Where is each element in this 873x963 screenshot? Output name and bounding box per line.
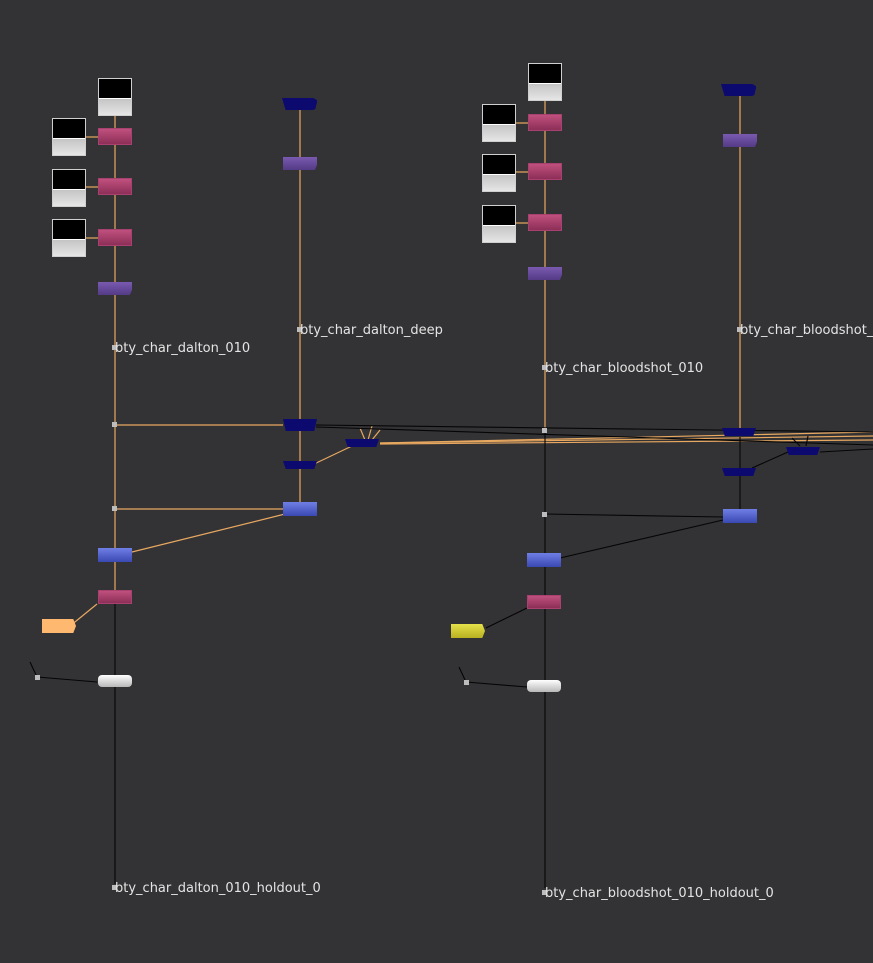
- dot-node[interactable]: [297, 327, 302, 332]
- dot-node[interactable]: [542, 890, 547, 895]
- merge-node-dalton-4[interactable]: [98, 590, 132, 604]
- read-node-bloodshot-3[interactable]: [482, 154, 516, 192]
- node-label: bty_char_bloodshot_: [740, 323, 873, 338]
- blue-node-dalton[interactable]: [98, 548, 132, 562]
- dot-node[interactable]: [542, 365, 547, 370]
- merge-node-bloodshot-2[interactable]: [528, 163, 562, 180]
- deep-node-dalton-fan[interactable]: [345, 439, 379, 447]
- node-label: bty_char_bloodshot_010_holdout_0: [545, 886, 774, 901]
- blue-node-bloodshot[interactable]: [527, 553, 561, 567]
- deep-read-node-bloodshot[interactable]: [721, 84, 757, 96]
- dot-node[interactable]: [112, 422, 117, 427]
- read-node-dalton-1[interactable]: [98, 78, 132, 116]
- dot-node[interactable]: [112, 506, 117, 511]
- deep-node-dalton-1[interactable]: [283, 419, 317, 431]
- read-node-bloodshot-1[interactable]: [528, 63, 562, 101]
- merge-node-dalton-2[interactable]: [98, 178, 132, 195]
- grade-node-bloodshot-deep[interactable]: [723, 134, 757, 147]
- deep-node-bloodshot-2[interactable]: [722, 468, 756, 476]
- merge-node-bloodshot-1[interactable]: [528, 114, 562, 131]
- grade-node-dalton-deep[interactable]: [283, 157, 317, 170]
- node-label: bty_char_dalton_010_holdout_0: [115, 881, 321, 896]
- grade-node-bloodshot[interactable]: [528, 267, 562, 280]
- dot-node[interactable]: [542, 428, 547, 433]
- dot-node[interactable]: [112, 345, 117, 350]
- dot-node[interactable]: [464, 680, 469, 685]
- white-node-dalton[interactable]: [98, 675, 132, 687]
- merge-node-dalton-3[interactable]: [98, 229, 132, 246]
- dot-node[interactable]: [542, 512, 547, 517]
- grade-node-dalton[interactable]: [98, 282, 132, 295]
- deep-read-node-dalton[interactable]: [282, 98, 318, 110]
- merge-node-bloodshot-4[interactable]: [527, 595, 561, 609]
- blue-node-dalton-deep[interactable]: [283, 502, 317, 516]
- blue-node-bloodshot-deep[interactable]: [723, 509, 757, 523]
- merge-node-dalton-1[interactable]: [98, 128, 132, 145]
- read-node-dalton-4[interactable]: [52, 219, 86, 257]
- merge-node-bloodshot-3[interactable]: [528, 214, 562, 231]
- yellow-node-bloodshot[interactable]: [451, 624, 485, 638]
- deep-node-bloodshot-1[interactable]: [722, 428, 756, 436]
- read-node-dalton-3[interactable]: [52, 169, 86, 207]
- dot-node[interactable]: [35, 675, 40, 680]
- dot-node[interactable]: [112, 885, 117, 890]
- read-node-bloodshot-2[interactable]: [482, 104, 516, 142]
- orange-node-dalton[interactable]: [42, 619, 76, 633]
- read-node-bloodshot-4[interactable]: [482, 205, 516, 243]
- node-label: bty_char_dalton_deep: [300, 323, 443, 338]
- white-node-bloodshot[interactable]: [527, 680, 561, 692]
- node-label: bty_char_bloodshot_010: [545, 361, 704, 376]
- deep-node-bloodshot-fan[interactable]: [786, 447, 820, 455]
- dot-node[interactable]: [737, 327, 742, 332]
- read-node-dalton-2[interactable]: [52, 118, 86, 156]
- node-label: bty_char_dalton_010: [115, 341, 251, 356]
- deep-node-dalton-2[interactable]: [283, 461, 317, 469]
